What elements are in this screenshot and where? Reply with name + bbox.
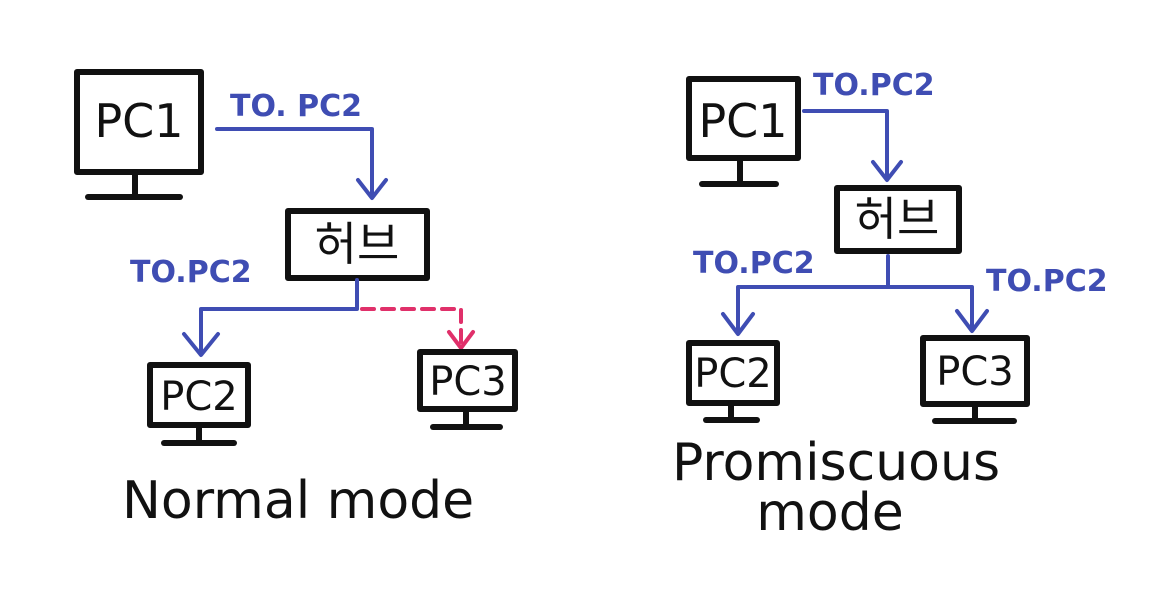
normal-mode-caption: Normal mode [122, 471, 474, 531]
promiscuous-pc3-monitor: PC3 [920, 335, 1030, 424]
normal-pc2-monitor: PC2 [147, 362, 251, 446]
normal-hub-box: 허브 [285, 208, 430, 281]
promiscuous-pc1-monitor: PC1 [686, 76, 801, 187]
promiscuous-pc1-to-hub-arrow [802, 109, 889, 177]
normal-hub-to-pc2-arrow [199, 278, 359, 354]
normal-top-arrow-label: TO. PC2 [230, 89, 362, 124]
promiscuous-pc1-label: PC1 [698, 94, 787, 148]
promiscuous-mode-diagram: PC1 TO.PC2 허브 TO.PC2 TO.PC2 PC2 [672, 68, 1108, 543]
promiscuous-hub-to-pc2-arrow [736, 254, 890, 332]
normal-mode-diagram: PC1 TO. PC2 허브 TO.PC2 PC2 [74, 69, 518, 531]
normal-pc2-label: PC2 [160, 374, 238, 420]
promiscuous-pc2-monitor: PC2 [686, 340, 780, 423]
normal-pc1-monitor: PC1 [74, 69, 204, 200]
normal-pc1-label: PC1 [94, 94, 183, 148]
normal-pc3-label: PC3 [429, 359, 507, 405]
promiscuous-top-arrow-label: TO.PC2 [813, 68, 935, 103]
promiscuous-left-arrow-label: TO.PC2 [693, 246, 815, 281]
promiscuous-hub-label: 허브 [855, 192, 940, 246]
promiscuous-hub-to-pc3-arrow [886, 285, 974, 328]
promiscuous-pc3-label: PC3 [936, 349, 1014, 395]
promiscuous-mode-caption-line1: Promiscuous [672, 433, 1000, 493]
normal-pc3-monitor: PC3 [417, 349, 518, 430]
normal-pc1-to-hub-arrow [215, 127, 374, 197]
normal-hub-label: 허브 [315, 217, 400, 271]
normal-hub-to-pc3-dashed-arrow [360, 307, 463, 346]
promiscuous-hub-box: 허브 [834, 185, 962, 254]
normal-left-arrow-label: TO.PC2 [130, 255, 252, 290]
promiscuous-right-arrow-label: TO.PC2 [986, 264, 1108, 299]
promiscuous-mode-caption-line2: mode [756, 483, 903, 543]
promiscuous-pc2-label: PC2 [694, 351, 772, 397]
